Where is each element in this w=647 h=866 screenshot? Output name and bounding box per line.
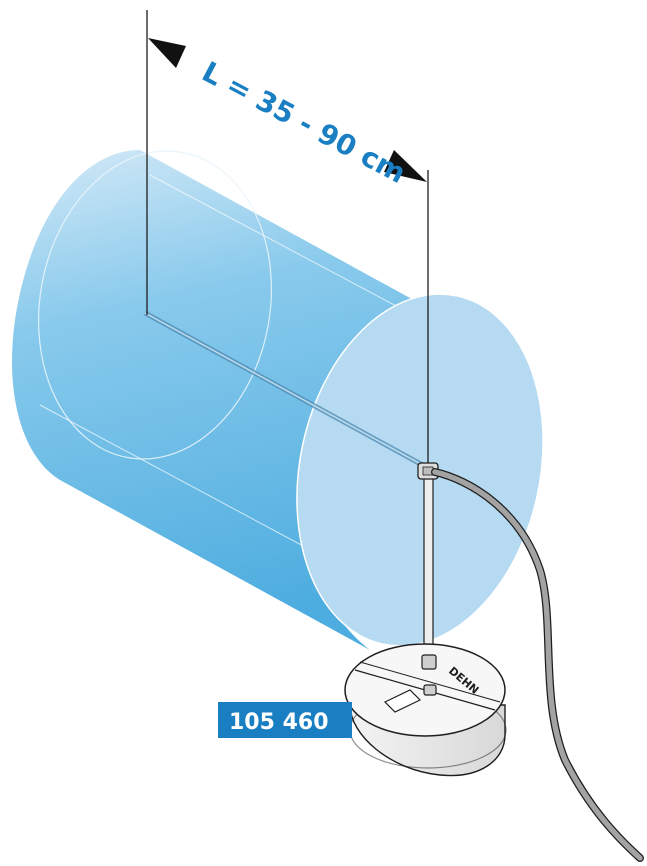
- concrete-base: DEHN: [344, 643, 507, 777]
- cylinder-body: [12, 150, 450, 650]
- dimension-label: L = 35 - 90 cm: [197, 55, 411, 190]
- dimension-arrow-left-icon: [148, 38, 186, 68]
- cylinder-back-edge: [37, 150, 273, 460]
- part-number-badge: 105 460: [218, 702, 352, 738]
- base-clamp: [421, 654, 437, 670]
- part-number-label: 105 460: [229, 710, 329, 735]
- air-termination-rod: [143, 310, 430, 471]
- support-rod: [423, 471, 434, 673]
- dimension-arrow-right-icon: [384, 150, 427, 182]
- protection-zone-cylinder: [12, 150, 544, 650]
- cylinder-highlight-bottom: [39, 404, 321, 556]
- base-slot: [383, 689, 422, 713]
